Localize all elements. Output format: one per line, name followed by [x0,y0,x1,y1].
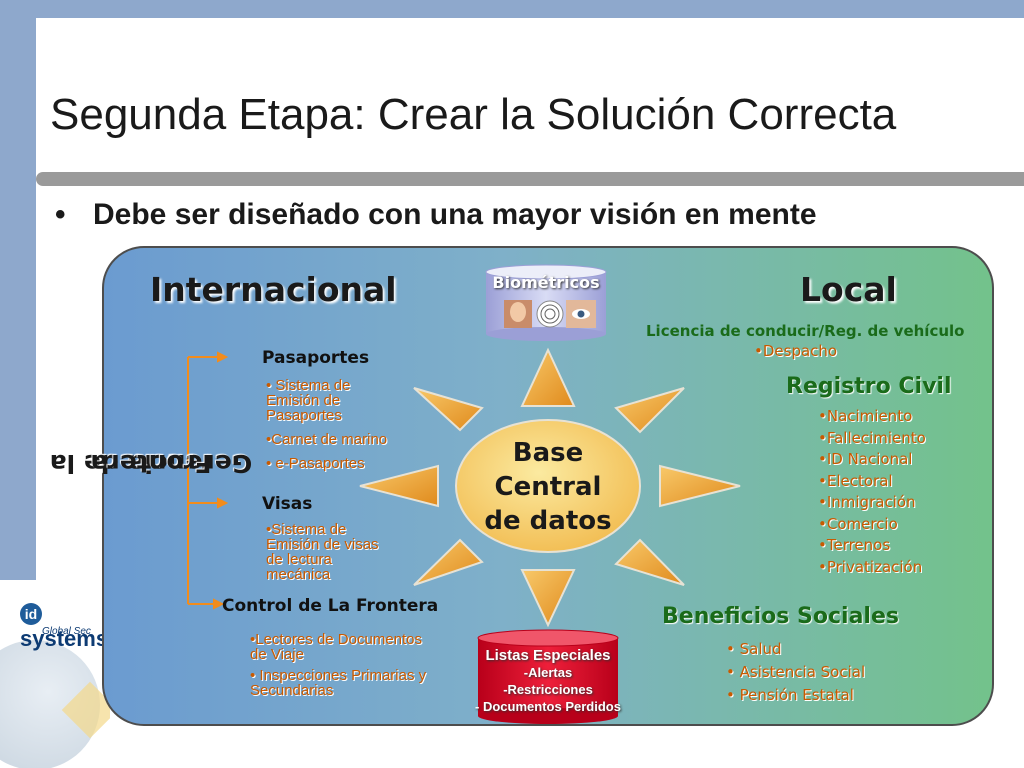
control-item-2: • Inspecciones Primarias y Secundarias [250,667,427,699]
company-logo: idsystems Global Sec [0,580,110,768]
center-line1: Base [512,438,584,468]
title-underline [36,172,1024,186]
despacho-text: •Despacho [754,342,838,360]
registro-item: •Comercio [818,514,898,533]
beneficios-item: • Pensión Estatal [726,686,854,704]
title-corner [36,18,116,98]
biometricos-label: Biométricos [492,273,600,292]
listas-title: Listas Especiales [485,647,611,664]
listas-restricciones: -Restricciones [503,682,593,697]
pasaportes-item-2: •Carnet de marino [266,431,388,448]
control-item-1: •Lectores de Documentos de Viaje [250,631,423,663]
center-line2: Central [494,472,602,502]
center-label: Base Central de datos [468,436,628,538]
pasaportes-heading: Pasaportes [262,348,370,368]
logo-mark: idsystems [20,600,110,652]
beneficios-item: • Asistencia Social [726,663,866,681]
registro-item: •Terrenos [818,536,891,554]
gerencia-line2: Frontera [90,448,212,478]
pasaportes-item-3: • e-Pasaportes [266,455,365,472]
registro-civil-list: •Nacimiento •Fallecimiento •ID Nacional … [818,406,926,578]
registro-item: •Electoral [818,471,893,490]
control-heading: Control de La Frontera [222,596,439,616]
logo-subtitle: Global Sec [42,626,91,637]
beneficios-list: • Salud • Asistencia Social • Pensión Es… [726,638,865,707]
listas-documentos: - Documentos Perdidos [475,699,621,714]
bullet-point: • Debe ser diseñado con una mayor visión … [55,198,817,232]
id-circle-icon: id [20,603,42,626]
bullet-mark: • [55,198,66,231]
bullet-text: Debe ser diseñado con una mayor visión e… [93,198,817,231]
center-line3: de datos [484,506,612,536]
registro-item: •ID Nacional [818,450,913,468]
left-band [0,0,36,580]
registro-civil-heading: Registro Civil [786,374,952,399]
local-heading: Local [800,270,897,309]
pasaportes-item-1: • Sistema de Emisión de Pasaportes [266,377,351,424]
licencia-text: Licencia de conducir/Reg. de vehículo [646,322,965,340]
registro-item: •Fallecimiento [818,428,926,447]
listas-especiales: Listas Especiales -Alertas -Restriccione… [460,647,636,715]
beneficios-heading: Beneficios Sociales [662,604,899,629]
registro-item: •Nacimiento [818,407,913,425]
visas-item-1: •Sistema de Emisión de visas de lectura … [266,521,379,583]
internacional-heading: Internacional [150,270,397,309]
registro-item: •Inmigración [818,493,916,511]
registro-item: •Privatización [818,557,923,576]
top-bar [0,0,1024,18]
slide-title: Segunda Etapa: Crear la Solución Correct… [50,90,897,139]
visas-heading: Visas [262,494,313,514]
beneficios-item: • Salud [726,640,782,658]
listas-alertas: -Alertas [523,665,573,680]
